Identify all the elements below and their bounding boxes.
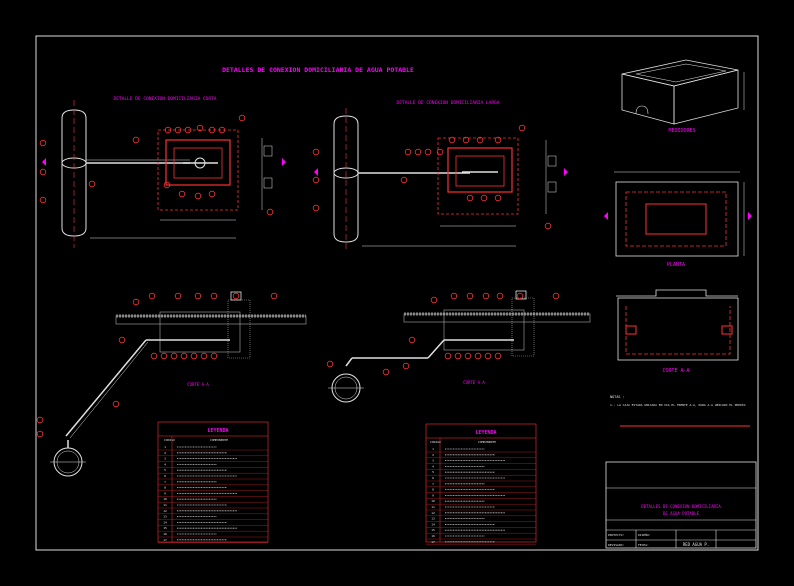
meter-box-isometric: MEDIDORES [621,59,745,134]
legend-row-code: 15 [163,526,167,530]
short-connection-section: CORTE A-A [36,291,307,477]
short-connection-plan: DETALLE DE CONEXION DOMICILIARIA CORTA [39,96,286,248]
legend-row-code: 5 [432,470,434,474]
legend-row-code: 1 [432,447,434,451]
legend-right-title: LEYENDA [475,430,496,436]
legend-left-title: LEYENDA [207,428,228,434]
drawing-frame [35,35,759,551]
detail-long-label: DETALLE DE CONEXION DOMICILIARIA LARGA [397,100,500,106]
detail-short-label: DETALLE DE CONEXION DOMICILIARIA CORTA [114,96,217,102]
tb-sheet: RED AGUA P. [683,542,710,547]
legend-row-code: 13 [163,515,167,519]
legend-row-code: 2 [164,451,166,455]
legend-row-code: 12 [163,509,167,513]
legend-row-code: 3 [164,457,166,461]
legend-row-code: 14 [163,520,167,524]
title-block-line1: DETALLES DE CONEXION DOMICILIARIA [641,504,721,509]
legend-row-code: 1 [164,445,166,449]
legend-row-code: 6 [432,476,434,480]
meter-box-title: MEDIDORES [668,128,695,134]
tb-label-a: PROYECTO: [608,533,624,537]
title-block-line2: DE AGUA POTABLE [663,511,700,516]
legend-row-code: 2 [432,453,434,457]
title-block: DETALLES DE CONEXION DOMICILIARIA DE AGU… [605,461,757,549]
corte-title: CORTE A-A [662,368,689,374]
meter-box-section: CORTE A-A [616,289,739,374]
notes-text: 1.- LA CAJA ESTARA UBICADA EN VIA EL FRE… [610,403,746,407]
notes-title: NOTAS : [610,395,625,399]
legend-right-col-component: COMPONENTE [478,440,496,444]
legend-left-col-component: COMPONENTE [210,438,228,442]
legend-right-col-code: CODIGO [430,440,441,444]
planta-title: PLANTA [667,262,685,268]
tb-label-d: FECHA: [638,543,649,547]
tb-label-b: DISEÑO: [638,532,651,537]
legend-row-code: 5 [164,468,166,472]
long-connection-plan: DETALLE DE CONEXION DOMICILIARIA LARGA [312,100,568,252]
legend-row-code: 7 [432,482,434,486]
legend-row-code: 7 [164,480,166,484]
legend-row-code: 3 [432,459,434,463]
meter-box-plan: PLANTA [604,171,752,268]
legend-row-code: 11 [431,505,435,509]
legend-left-col-code: CODIGO [164,438,175,442]
legend-right: LEYENDA CODIGO COMPONENTE 12345678910111… [425,423,537,545]
legend-left: LEYENDA CODIGO COMPONENTE 12345678910111… [157,421,269,543]
legend-row-code: 11 [163,503,167,507]
main-title: DETALLES DE CONEXION DOMICILIARIA DE AGU… [222,66,414,74]
long-connection-section: CORTE A-A [326,290,591,403]
legend-row-code: 16 [163,532,167,536]
legend-row-code: 8 [164,486,166,490]
legend-row-code: 14 [431,522,435,526]
legend-row-code: 6 [164,474,166,478]
legend-row-code: 9 [432,493,434,497]
tb-label-c: REVISADO: [608,543,624,547]
legend-row-code: 10 [163,497,167,501]
legend-row-code: 17 [163,538,167,542]
legend-row-code: 8 [432,488,434,492]
legend-row-code: 12 [431,511,435,515]
legend-row-code: 4 [164,462,166,466]
legend-row-code: 17 [431,540,435,544]
legend-row-code: 13 [431,517,435,521]
legend-row-code: 4 [432,464,434,468]
legend-row-code: 9 [164,491,166,495]
legend-row-code: 10 [431,499,435,503]
legend-row-code: 15 [431,528,435,532]
short-section-title: CORTE A-A [187,382,209,387]
long-section-title: CORTE A-A [463,380,485,385]
legend-row-code: 16 [431,534,435,538]
